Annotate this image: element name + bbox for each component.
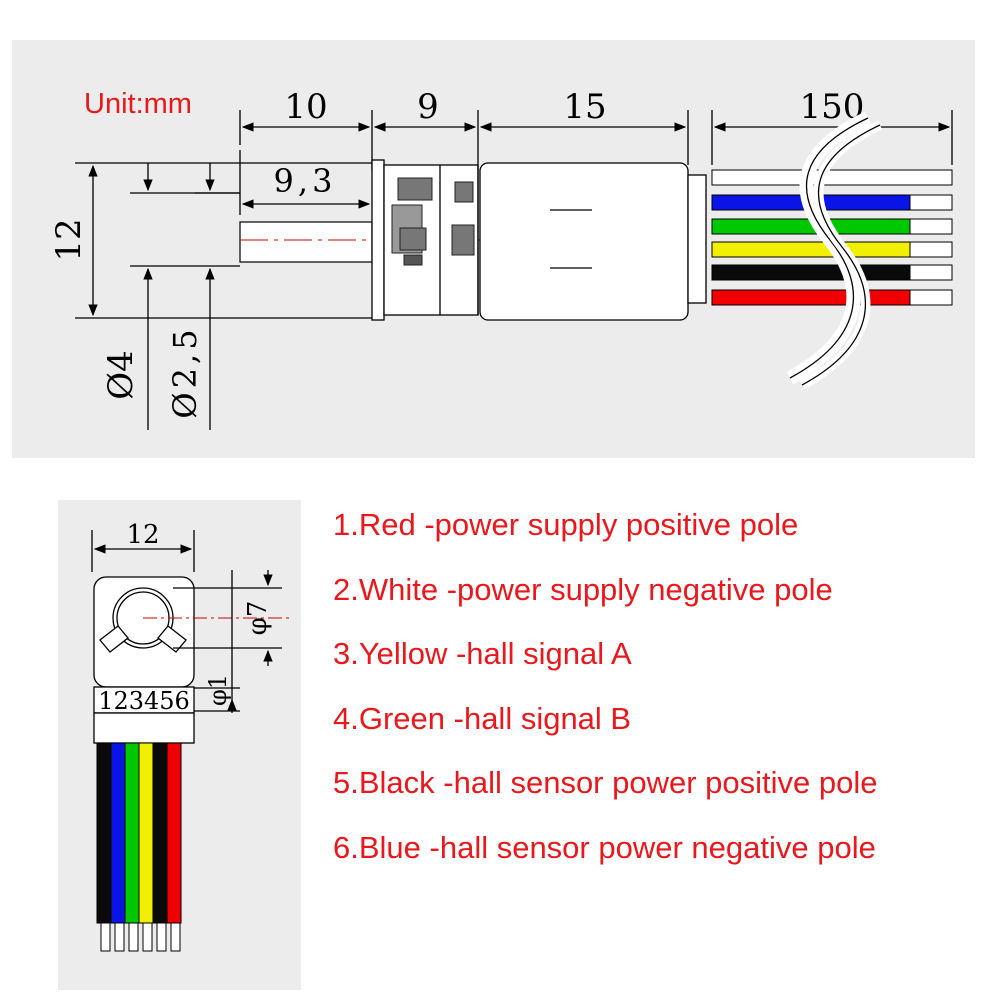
wire-legend: 1.Red -power supply positive pole 2.Whit… xyxy=(333,505,878,892)
end-view-drawing xyxy=(91,530,290,744)
unit-label: Unit:mm xyxy=(84,88,192,120)
end-dim-phi7-label: φ7 xyxy=(243,601,273,636)
output-shaft xyxy=(239,221,373,263)
wire-break-marks xyxy=(786,111,883,390)
dim-9-3-label: 9,3 xyxy=(274,162,337,200)
legend-item-yellow: 3.Yellow -hall signal A xyxy=(333,636,632,671)
dim-10-label: 10 xyxy=(284,87,327,127)
legend-item-blue: 6.Blue -hall sensor power negative pole xyxy=(333,829,876,865)
vertical-dimension-lines xyxy=(75,162,372,430)
dim-15-label: 15 xyxy=(563,87,606,127)
pin-numbers-label: 123456 xyxy=(98,687,190,715)
motor-body xyxy=(479,162,707,321)
dim-phi4-label: Ø4 xyxy=(101,350,141,400)
legend-item-black: 5.Black -hall sensor power positive pole xyxy=(333,765,878,800)
legend-item-red: 1.Red -power supply positive pole xyxy=(333,507,799,542)
gear-train xyxy=(391,177,475,266)
dim-12-label: 12 xyxy=(49,218,89,261)
legend-item-green: 4.Green -hall signal B xyxy=(333,700,632,736)
end-dim-phi1-label: φ1 xyxy=(204,674,232,706)
dim-phi2-5-label: Ø2,5 xyxy=(166,325,204,418)
top-dimension-lines xyxy=(239,110,953,215)
end-dim-12-label: 12 xyxy=(126,520,159,550)
legend-item-white: 2.White -power supply negative pole xyxy=(333,571,833,607)
dim-9-label: 9 xyxy=(417,87,439,127)
end-wire-bundle xyxy=(96,742,182,952)
